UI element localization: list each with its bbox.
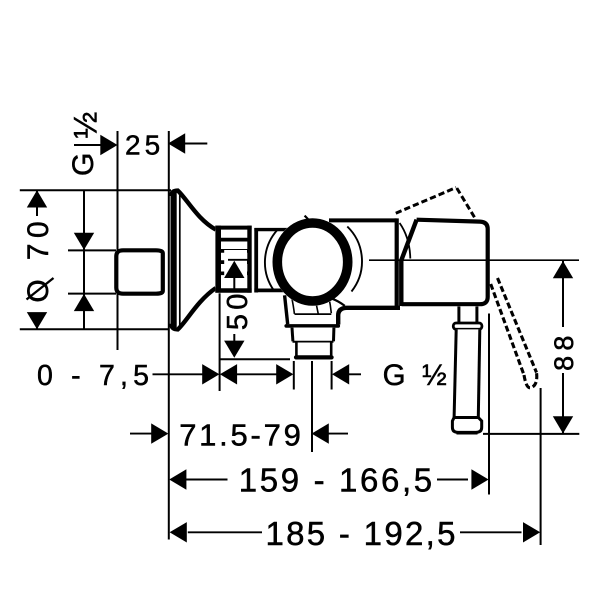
svg-text:50: 50 [222,289,254,330]
svg-text:½: ½ [68,112,104,139]
svg-text:25: 25 [125,130,164,161]
svg-text:O 70: O 70 [22,216,55,303]
svg-text:G ½: G ½ [383,359,451,392]
svg-text:185 - 192,5: 185 - 192,5 [266,515,458,552]
svg-text:71.5-79: 71.5-79 [179,417,303,452]
svg-text:G: G [67,153,100,176]
svg-text:0 - 7,5: 0 - 7,5 [37,360,154,392]
svg-text:159 - 166,5: 159 - 166,5 [239,461,435,498]
svg-text:88: 88 [549,330,579,370]
